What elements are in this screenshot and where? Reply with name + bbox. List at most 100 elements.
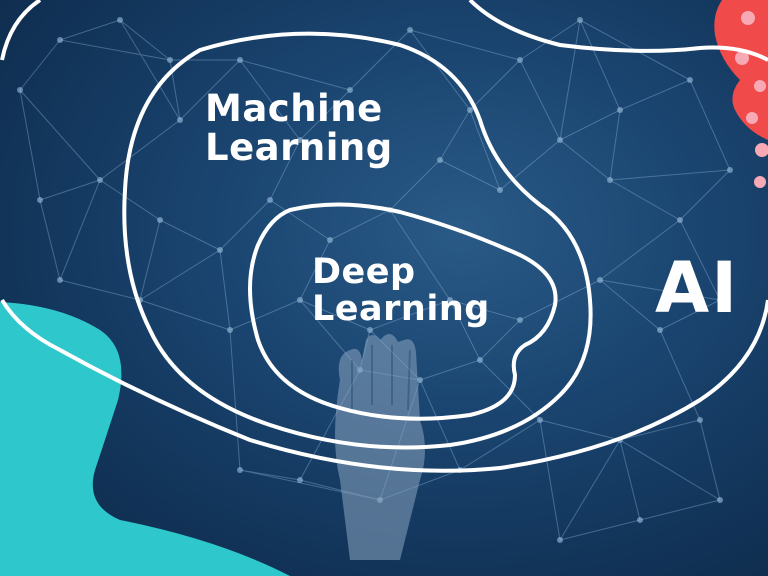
network-link xyxy=(579,19,621,111)
ai-boundary xyxy=(0,0,768,473)
network-link xyxy=(699,419,721,501)
network-node xyxy=(297,477,303,483)
network-link xyxy=(639,499,721,521)
network-node xyxy=(467,107,473,113)
network-link xyxy=(389,209,451,301)
network-link xyxy=(519,19,581,61)
network-node xyxy=(477,357,483,363)
network-link xyxy=(559,19,581,141)
network-link xyxy=(619,79,691,111)
network-link xyxy=(679,169,731,221)
network-link xyxy=(159,219,221,251)
network-link xyxy=(559,139,611,181)
network-link xyxy=(219,249,231,331)
network-link xyxy=(299,299,371,331)
machine-learning-boundary xyxy=(122,31,593,450)
network-node xyxy=(297,137,303,143)
network-node xyxy=(497,187,503,193)
network-node xyxy=(117,17,123,23)
network-link xyxy=(439,109,471,161)
network-node xyxy=(697,417,703,423)
network-link xyxy=(19,89,101,181)
network-node xyxy=(517,57,523,63)
network-node xyxy=(557,137,563,143)
network-node xyxy=(577,17,583,23)
network-node xyxy=(687,77,693,83)
network-link xyxy=(559,439,621,541)
network-node xyxy=(437,157,443,163)
network-link xyxy=(39,199,61,281)
network-node xyxy=(407,27,413,33)
network-link xyxy=(619,439,721,501)
network-link xyxy=(609,109,621,181)
network-node xyxy=(717,497,723,503)
network-link xyxy=(559,109,621,141)
network-node xyxy=(517,317,523,323)
network-node xyxy=(597,277,603,283)
network-link xyxy=(179,59,241,121)
network-node xyxy=(97,177,103,183)
network-node xyxy=(347,87,353,93)
network-node xyxy=(717,297,723,303)
network-link xyxy=(269,199,331,241)
network-node xyxy=(297,297,303,303)
network-link xyxy=(449,299,481,361)
network-link xyxy=(59,179,101,281)
network-link xyxy=(99,179,161,221)
network-link xyxy=(139,219,161,301)
network-link xyxy=(619,439,641,521)
network-link xyxy=(39,179,101,201)
network-link xyxy=(239,59,301,141)
deep-learning-label: Deep Learning xyxy=(312,252,490,329)
network-link xyxy=(329,209,391,241)
network-link xyxy=(599,279,661,331)
network-nodes xyxy=(17,17,733,543)
network-node xyxy=(227,327,233,333)
network-link xyxy=(419,359,481,381)
network-link xyxy=(229,299,301,331)
network-node xyxy=(267,197,273,203)
network-link xyxy=(419,379,461,471)
network-node xyxy=(157,217,163,223)
network-link xyxy=(219,199,271,251)
network-link xyxy=(479,319,521,361)
network-link xyxy=(619,419,701,441)
network-link xyxy=(239,59,351,91)
network-link xyxy=(59,279,141,301)
network-link xyxy=(229,329,241,471)
network-link xyxy=(459,419,541,471)
network-node xyxy=(727,167,733,173)
neural-network-icon xyxy=(19,19,731,541)
network-node xyxy=(57,37,63,43)
network-node xyxy=(417,377,423,383)
network-node xyxy=(367,327,373,333)
teal-blob xyxy=(0,302,290,576)
network-link xyxy=(139,249,221,301)
pink-dots xyxy=(735,11,768,188)
network-node xyxy=(37,197,43,203)
network-link xyxy=(599,219,681,281)
network-link xyxy=(609,169,731,181)
network-link xyxy=(299,89,351,141)
network-link xyxy=(349,29,411,91)
network-link xyxy=(519,59,561,141)
network-link xyxy=(559,519,641,541)
network-node xyxy=(237,57,243,63)
network-link xyxy=(299,239,331,301)
network-link xyxy=(689,79,731,171)
network-node xyxy=(237,467,243,473)
network-link xyxy=(409,29,521,61)
network-link xyxy=(19,89,41,201)
network-node xyxy=(657,327,663,333)
network-link xyxy=(409,29,471,111)
network-link xyxy=(19,39,61,91)
network-node xyxy=(447,297,453,303)
network-link xyxy=(439,159,501,191)
network-link xyxy=(239,469,301,481)
ai-label: AI xyxy=(655,247,740,329)
network-link xyxy=(599,279,721,301)
network-link xyxy=(539,419,621,441)
network-link xyxy=(609,179,681,221)
machine-learning-label: Machine Learning xyxy=(205,87,393,169)
